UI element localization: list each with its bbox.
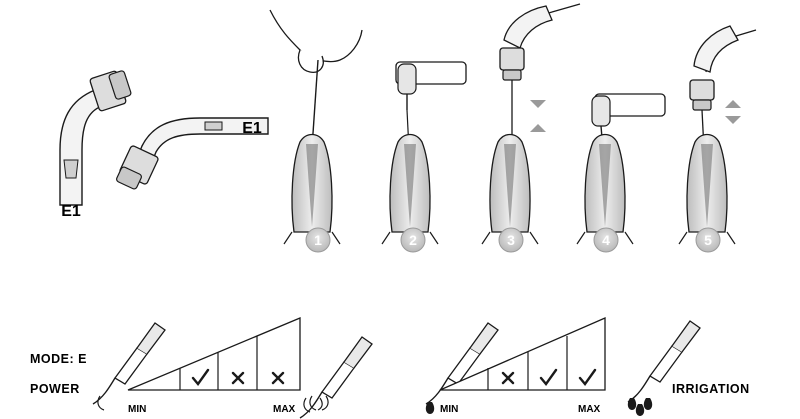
tip-illustration-angled: E1 <box>116 117 269 190</box>
irrigation-handpiece-right <box>627 320 701 416</box>
irrigation-handpiece-left <box>425 322 499 414</box>
step-number-5: 5 <box>704 232 712 248</box>
step-5-vibration-arrows <box>725 100 741 124</box>
power-mark-2-cross <box>231 371 245 385</box>
mode-label: MODE: E <box>30 352 87 366</box>
irrigation-mark-3-check <box>578 368 597 386</box>
step-2-illustration <box>381 61 467 245</box>
irrigation-max-label: MAX <box>578 404 601 415</box>
step-3-illustration <box>481 3 581 245</box>
irrigation-min-label: MIN <box>440 404 458 415</box>
step-badge-5: 5 <box>695 227 721 253</box>
tip-label-2: E1 <box>242 120 262 137</box>
power-handpiece-left <box>92 322 166 411</box>
step-number-4: 4 <box>602 232 610 248</box>
power-max-label: MAX <box>273 404 296 415</box>
step-badge-2: 2 <box>400 227 426 253</box>
step-3-vibration-arrows <box>530 100 546 132</box>
power-mark-3-cross <box>271 371 285 385</box>
irrigation-label: IRRIGATION <box>672 382 750 396</box>
irrigation-mark-1-cross <box>501 371 515 385</box>
power-min-label: MIN <box>128 404 146 415</box>
tip-illustration-curved: E1 <box>59 70 132 220</box>
step-5-illustration <box>678 25 757 245</box>
power-scale <box>127 317 301 391</box>
tip-label-1: E1 <box>61 203 81 220</box>
step-badge-1: 1 <box>305 227 331 253</box>
irrigation-scale <box>439 317 606 391</box>
step-badge-4: 4 <box>593 227 619 253</box>
step-number-1: 1 <box>314 232 322 248</box>
power-label: POWER <box>30 382 80 396</box>
step-4-illustration <box>576 93 666 245</box>
step-1-illustration <box>269 9 363 245</box>
step-badge-3: 3 <box>498 227 524 253</box>
step-number-2: 2 <box>409 232 417 248</box>
power-mark-1-check <box>191 368 210 386</box>
irrigation-mark-2-check <box>539 368 558 386</box>
power-handpiece-right <box>299 336 373 419</box>
step-number-3: 3 <box>507 232 515 248</box>
